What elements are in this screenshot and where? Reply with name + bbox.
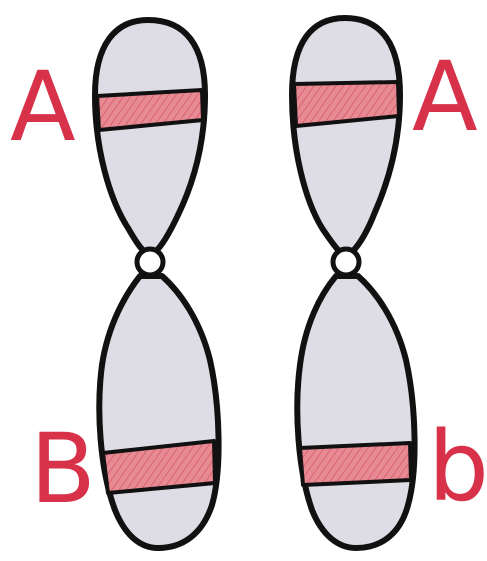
chromosome-right	[292, 18, 415, 548]
allele-label-right-upper: A	[412, 41, 478, 153]
chromosome-left	[95, 20, 219, 548]
chromosome-right-lower-arm	[297, 276, 414, 548]
band-right-upper	[294, 82, 399, 126]
centromere-right	[333, 249, 359, 275]
centromere-left	[137, 249, 163, 275]
chromosome-right-upper-arm	[292, 18, 400, 252]
allele-label-left-lower: B	[30, 413, 96, 525]
allele-label-left-upper: A	[10, 51, 76, 163]
band-right-lower	[300, 443, 411, 485]
chromosome-left-lower-arm	[99, 276, 218, 548]
chromosome-left-upper-arm	[95, 20, 205, 252]
allele-label-right-lower: b	[428, 411, 487, 523]
